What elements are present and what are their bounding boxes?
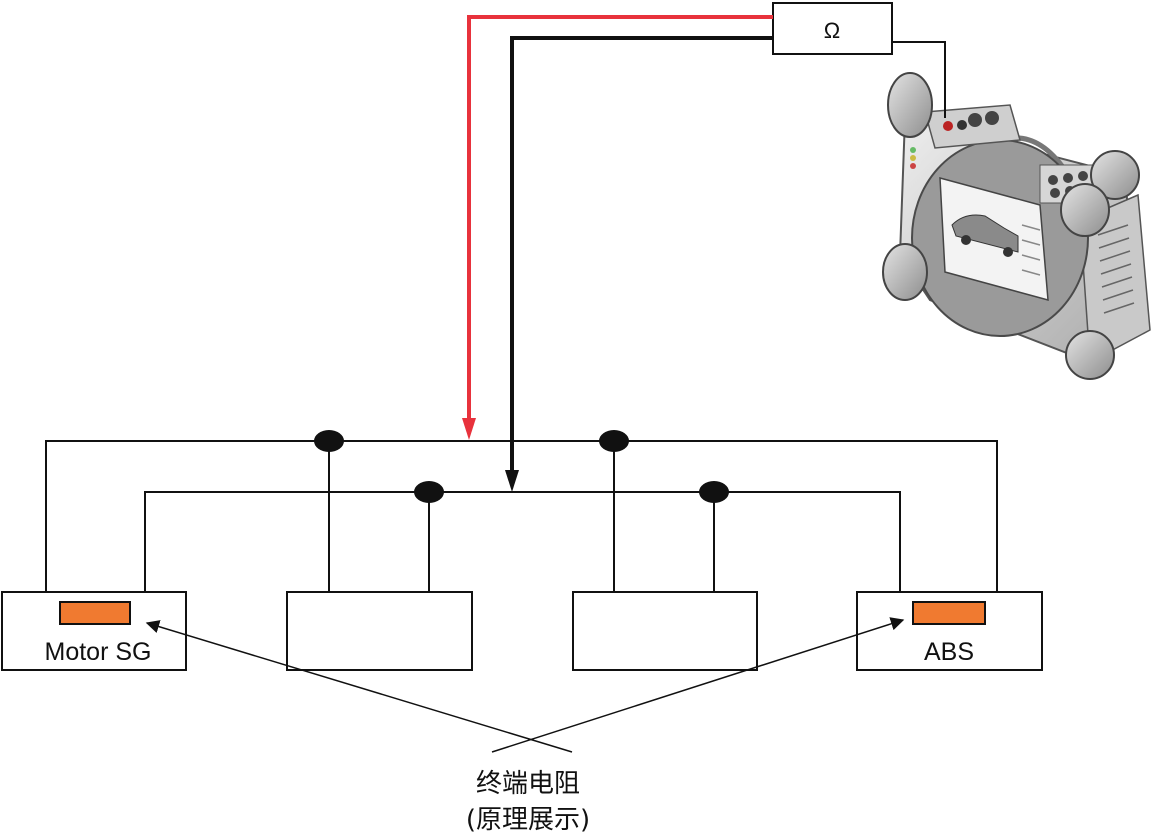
control-module-2 <box>286 591 473 671</box>
junction-node <box>414 481 444 503</box>
negative-probe-lead <box>510 36 773 476</box>
termination-resistor <box>912 601 986 625</box>
callout-arrow-motor <box>145 620 573 753</box>
callout-subtitle: (原理展示) <box>466 805 590 835</box>
can-low-line <box>144 491 901 608</box>
termination-callout: 终端电阻 (原理展示) <box>145 617 905 835</box>
tester-screen-menu <box>1021 224 1041 276</box>
module-label: Motor SG <box>45 638 152 666</box>
positive-probe-lead <box>467 15 773 424</box>
ohm-symbol: Ω <box>824 18 840 43</box>
callout-title: 终端电阻 <box>476 769 580 799</box>
can-high-line <box>45 440 998 608</box>
module-label: ABS <box>924 638 974 666</box>
termination-resistor <box>59 601 131 625</box>
ohmmeter: Ω <box>772 2 946 118</box>
tester-probe-jacks <box>943 111 999 131</box>
junction-node <box>699 481 729 503</box>
positive-probe-tip <box>462 418 476 440</box>
tester-side-vents <box>1097 224 1135 314</box>
junction-node <box>314 430 344 452</box>
ohmmeter-box <box>772 2 893 55</box>
car-icon <box>951 214 1019 257</box>
negative-probe-tip <box>505 470 519 492</box>
control-module-abs: ABS <box>856 591 1043 671</box>
junction-nodes <box>314 430 729 503</box>
callout-arrow-abs <box>491 617 905 753</box>
diagnostic-tester-device <box>882 72 1151 380</box>
can-bus-wiring <box>45 440 998 609</box>
control-module-3 <box>572 591 758 671</box>
tester-side-panel <box>1079 193 1151 364</box>
control-module-motor-sg: Motor SG <box>1 591 187 671</box>
tester-bumpers <box>882 72 1140 380</box>
meter-to-tester-cable <box>892 41 946 118</box>
tester-status-leds <box>910 147 916 169</box>
junction-node <box>599 430 629 452</box>
